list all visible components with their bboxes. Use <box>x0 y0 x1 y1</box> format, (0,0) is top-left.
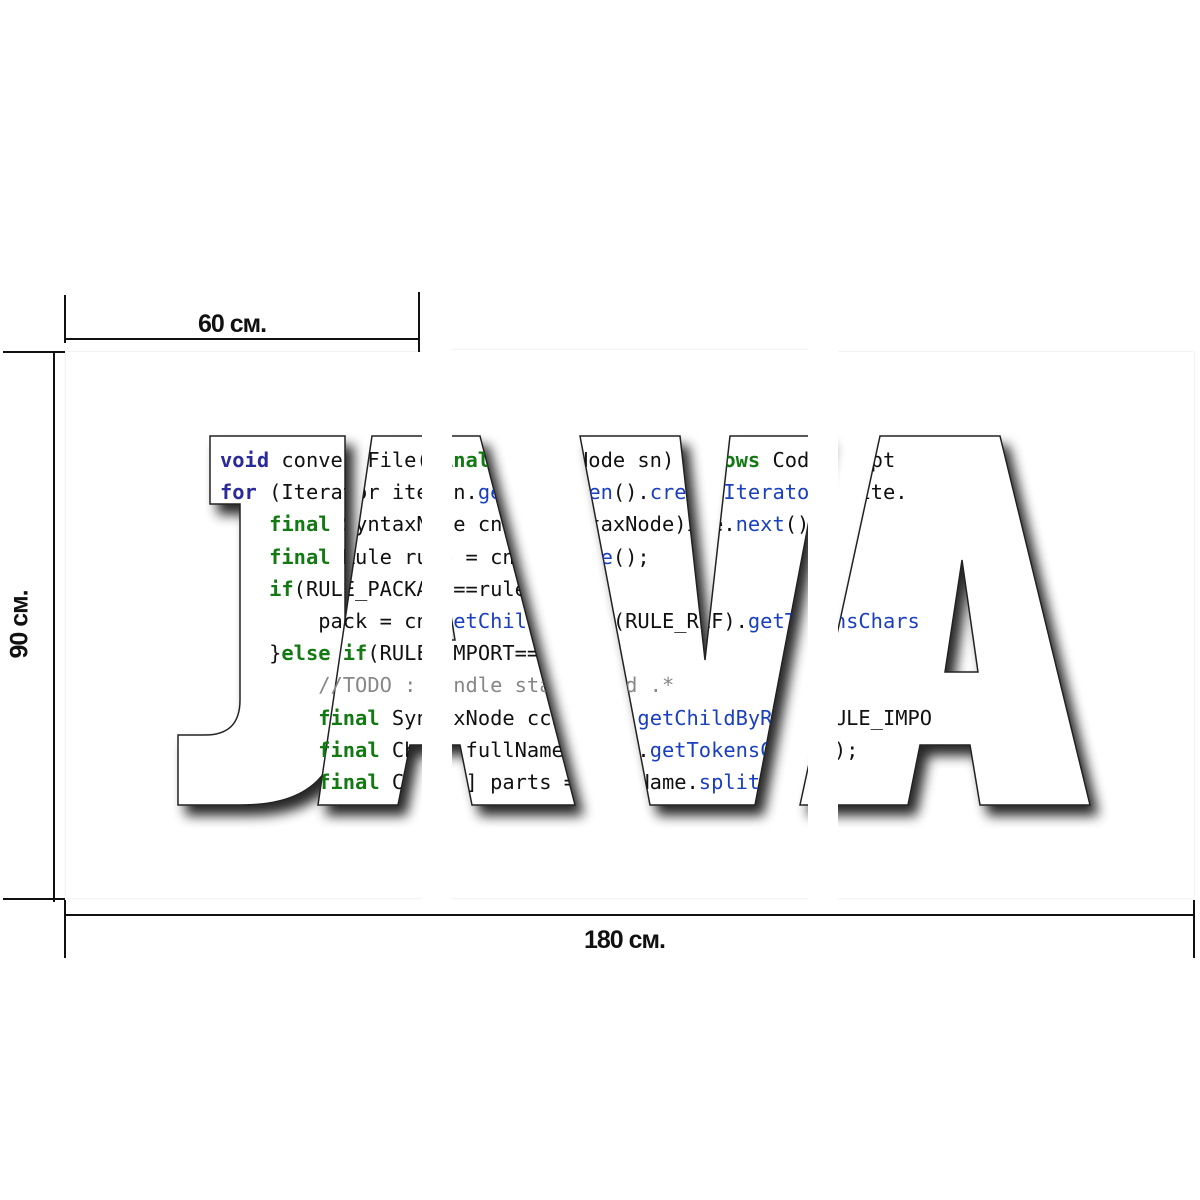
letter-a-second <box>799 435 1091 806</box>
width-tick-right <box>418 292 420 352</box>
height-tick-bottom <box>3 898 65 900</box>
width-label: 60 см. <box>198 310 267 338</box>
panel-gap-2 <box>808 340 838 905</box>
total-width-label: 180 см. <box>584 926 666 954</box>
width-dimension-line <box>65 338 420 340</box>
height-dimension-line <box>53 352 55 902</box>
width-tick-left <box>64 295 66 343</box>
total-width-tick-right <box>1193 900 1195 958</box>
height-tick-top <box>3 351 65 353</box>
letter-j <box>177 435 346 806</box>
total-width-tick-left <box>64 900 66 958</box>
panel-gap-1 <box>422 340 452 905</box>
total-width-dimension-line <box>65 914 1195 916</box>
letter-v <box>579 435 826 806</box>
